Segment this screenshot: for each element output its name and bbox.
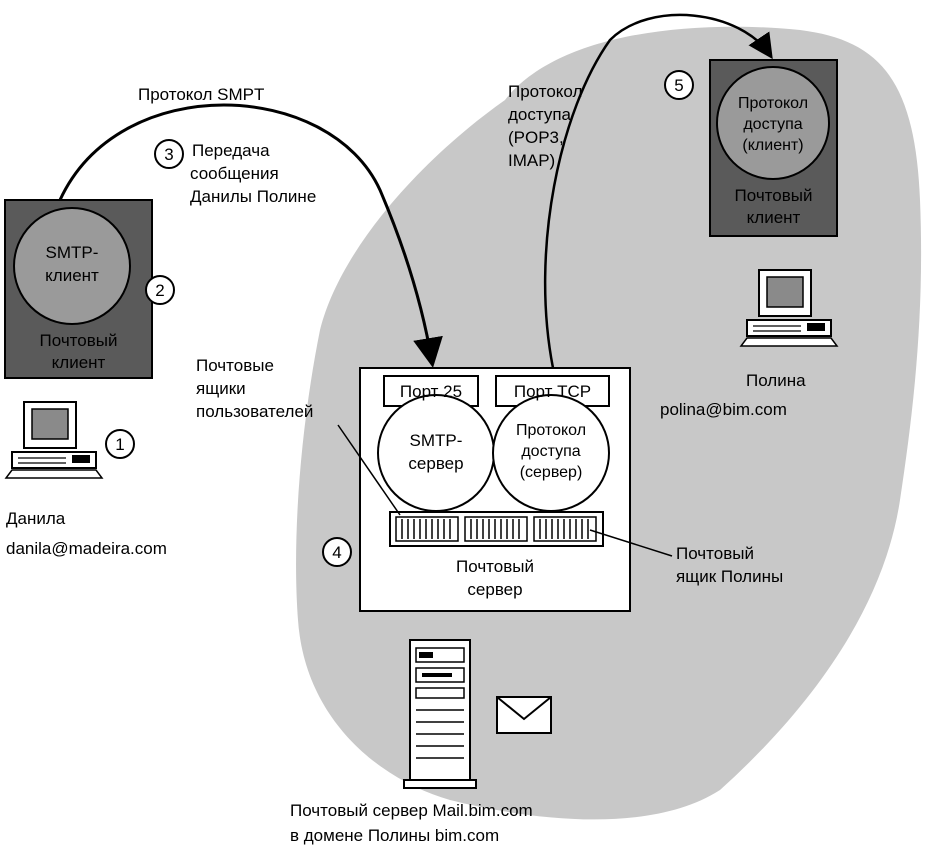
access-server-label: доступа <box>521 443 581 460</box>
polina-email: polina@bim.com <box>660 400 787 419</box>
port-tcp-label: Порт TCP <box>513 382 592 401</box>
mail-server-caption: Почтовый <box>456 557 534 576</box>
smtp-client-circle-label: клиент <box>45 266 99 285</box>
svg-text:1: 1 <box>115 435 124 454</box>
port25-label: Порт 25 <box>399 382 463 401</box>
access-protocol-label-line: (POP3, <box>508 128 564 147</box>
mailbox-2 <box>464 516 528 542</box>
smtp-client-caption: клиент <box>51 353 106 372</box>
access-server-label: (сервер) <box>519 464 583 481</box>
transfer-label-line: Данилы Полине <box>190 187 317 206</box>
mailbox-polina <box>533 516 597 542</box>
polina-mailbox-label-line: ящик Полины <box>676 567 784 586</box>
access-protocol-label-line: IMAP) <box>508 151 556 170</box>
smtp-server-label: SMTP- <box>409 431 463 450</box>
access-protocol-label-line: доступа <box>508 105 572 124</box>
server-tower-icon <box>403 639 477 789</box>
access-client-caption: клиент <box>746 208 801 227</box>
desktop-computer-icon <box>739 269 839 347</box>
transfer-label-line: сообщения <box>190 164 279 183</box>
danila-email: danila@madeira.com <box>6 539 167 558</box>
access-client-circle-label: доступа <box>743 116 803 133</box>
footer-caption: в домене Полины bim.com <box>290 826 500 845</box>
svg-text:5: 5 <box>674 76 683 95</box>
danila-name: Данила <box>6 509 66 528</box>
mail-server-caption: сервер <box>467 580 523 599</box>
envelope-icon <box>496 696 552 734</box>
mailboxes-label-line: пользователей <box>196 402 314 421</box>
access-client-caption: Почтовый <box>734 186 813 205</box>
access-client-circle-label: (клиент) <box>742 137 804 154</box>
smtp-server-label: сервер <box>408 454 464 473</box>
step-2-marker: 2 <box>145 275 175 305</box>
smtp-client-circle-label: SMTP- <box>45 243 99 262</box>
svg-text:3: 3 <box>164 145 173 164</box>
step-4-marker: 4 <box>322 537 352 567</box>
svg-text:2: 2 <box>155 281 164 300</box>
smtp-protocol-label: Протокол SMPT <box>138 85 265 104</box>
smtp-transfer-arrow <box>58 103 443 368</box>
mailboxes-label-line: ящики <box>196 379 246 398</box>
polina-name: Полина <box>746 371 806 390</box>
access-client-circle <box>716 66 830 180</box>
smtp-client-circle <box>13 207 131 325</box>
step-1-marker: 1 <box>105 429 135 459</box>
access-protocol-arrow <box>543 13 773 369</box>
step-3-marker: 3 <box>154 139 184 169</box>
svg-text:4: 4 <box>332 543 341 562</box>
polina-mailbox-leader-line <box>589 529 673 557</box>
desktop-computer-icon <box>4 401 104 479</box>
access-server-label: Протокол <box>515 422 587 439</box>
mailboxes-label-line: Почтовые <box>196 356 274 375</box>
access-client-circle-label: Протокол <box>737 95 809 112</box>
step-5-marker: 5 <box>664 70 694 100</box>
smtp-client-caption: Почтовый <box>39 331 118 350</box>
mailboxes-leader-line <box>337 424 401 516</box>
mailbox-1 <box>395 516 459 542</box>
footer-caption: Почтовый сервер Mail.bim.com <box>290 801 533 820</box>
transfer-label-line: Передача <box>192 141 270 160</box>
access-protocol-label-line: Протокол <box>508 82 583 101</box>
polina-mailbox-label-line: Почтовый <box>676 544 754 563</box>
